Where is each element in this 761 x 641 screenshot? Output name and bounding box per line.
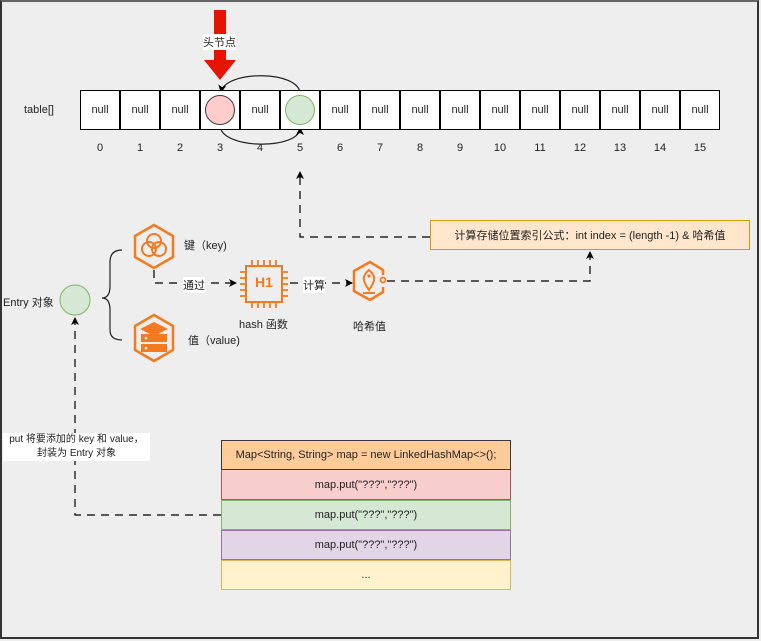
cell-index: 10: [493, 142, 507, 154]
cell-value: null: [331, 104, 349, 116]
link-3-to-5: [219, 124, 304, 145]
table-label: table[]: [24, 104, 54, 116]
put-note-line1: put 将要添加的 key 和 value，: [9, 434, 144, 445]
code-text: map.put("???","???"): [314, 539, 418, 551]
table-cell: null: [360, 90, 400, 130]
cell-index: 4: [256, 142, 264, 154]
formula-to-slot-arrow: [296, 171, 430, 238]
put-note: put 将要添加的 key 和 value， 封装为 Entry 对象: [3, 433, 150, 461]
hash-to-formula-arrow: [387, 251, 594, 282]
table-cell: null: [320, 90, 360, 130]
key-icon: [133, 223, 175, 270]
cell-index: 5: [296, 142, 304, 154]
cell-index: 6: [336, 142, 344, 154]
cell-value: null: [651, 104, 669, 116]
table-cell: [200, 90, 240, 130]
through-label: 通过: [183, 277, 205, 293]
cell-value: null: [251, 104, 269, 116]
table-cell: null: [480, 90, 520, 130]
table-cell: null: [680, 90, 720, 130]
code-row-put: map.put("???","???"): [221, 530, 511, 560]
compute-label: 计算: [303, 277, 325, 293]
table-cell: null: [80, 90, 120, 130]
cell-value: null: [171, 104, 189, 116]
code-text: map.put("???","???"): [314, 478, 418, 491]
table-cell: null: [240, 90, 280, 130]
put-note-line2: 封装为 Entry 对象: [37, 448, 116, 459]
hash-function-label: hash 函数: [239, 319, 288, 331]
cell-index: 9: [456, 142, 464, 154]
table-cell: null: [160, 90, 200, 130]
table-cell: null: [120, 90, 160, 130]
entry-node: [59, 284, 91, 316]
hash-value-icon: [352, 260, 387, 302]
node-green: [285, 95, 315, 125]
cell-index: 12: [573, 142, 587, 154]
cell-index: 3: [216, 142, 224, 154]
cell-value: null: [611, 104, 629, 116]
code-row-ellipsis: ...: [221, 560, 511, 590]
hash-function-chip-text: H1: [255, 274, 273, 290]
table-cell: null: [600, 90, 640, 130]
key-to-hash-arrow: [153, 270, 237, 287]
cell-value: null: [451, 104, 469, 116]
table-cell: [280, 90, 320, 130]
table-cell: null: [520, 90, 560, 130]
cell-value: null: [691, 104, 709, 116]
cell-value: null: [411, 104, 429, 116]
cell-value: null: [531, 104, 549, 116]
cell-index: 11: [534, 142, 546, 154]
cell-index: 1: [136, 142, 144, 154]
cell-index: 13: [613, 142, 627, 154]
value-label: 值（value): [188, 335, 240, 347]
cell-value: null: [491, 104, 509, 116]
node-red: [205, 95, 235, 125]
index-formula-box: 计算存储位置索引公式：int index = (length -1) & 哈希值: [430, 220, 750, 250]
table-cell: null: [440, 90, 480, 130]
code-row-put: map.put("???","???"): [221, 470, 511, 500]
cell-index: 8: [416, 142, 424, 154]
cell-index: 2: [176, 142, 184, 154]
cell-value: null: [571, 104, 589, 116]
index-formula-text: 计算存储位置索引公式：int index = (length -1) & 哈希值: [454, 230, 726, 242]
code-row-put: map.put("???","???"): [221, 500, 511, 530]
table-cell: null: [400, 90, 440, 130]
cell-index: 7: [376, 142, 384, 154]
table-cell: null: [560, 90, 600, 130]
code-row-map-init: Map<String, String> map = new LinkedHash…: [221, 440, 511, 470]
value-icon: [133, 313, 175, 363]
key-label: 键（key): [184, 240, 227, 252]
cell-index: 15: [693, 142, 707, 154]
cell-index: 14: [653, 142, 667, 154]
table-cell: null: [640, 90, 680, 130]
cell-value: null: [131, 104, 149, 116]
head-node-label: 头节点: [203, 34, 236, 50]
code-text: map.put("???","???"): [314, 509, 418, 521]
link-5-to-3: [218, 75, 301, 95]
hash-function-icon: [240, 260, 288, 308]
entry-brace: [101, 249, 123, 341]
entry-object-label: Entry 对象: [3, 297, 54, 309]
cell-value: null: [371, 104, 389, 116]
hash-value-label: 哈希值: [353, 321, 386, 333]
cell-value: null: [91, 104, 109, 116]
code-text: ...: [361, 569, 371, 581]
cell-index: 0: [96, 142, 104, 154]
code-to-entry-arrow: [71, 317, 221, 516]
code-text: Map<String, String> map = new LinkedHash…: [235, 449, 497, 461]
